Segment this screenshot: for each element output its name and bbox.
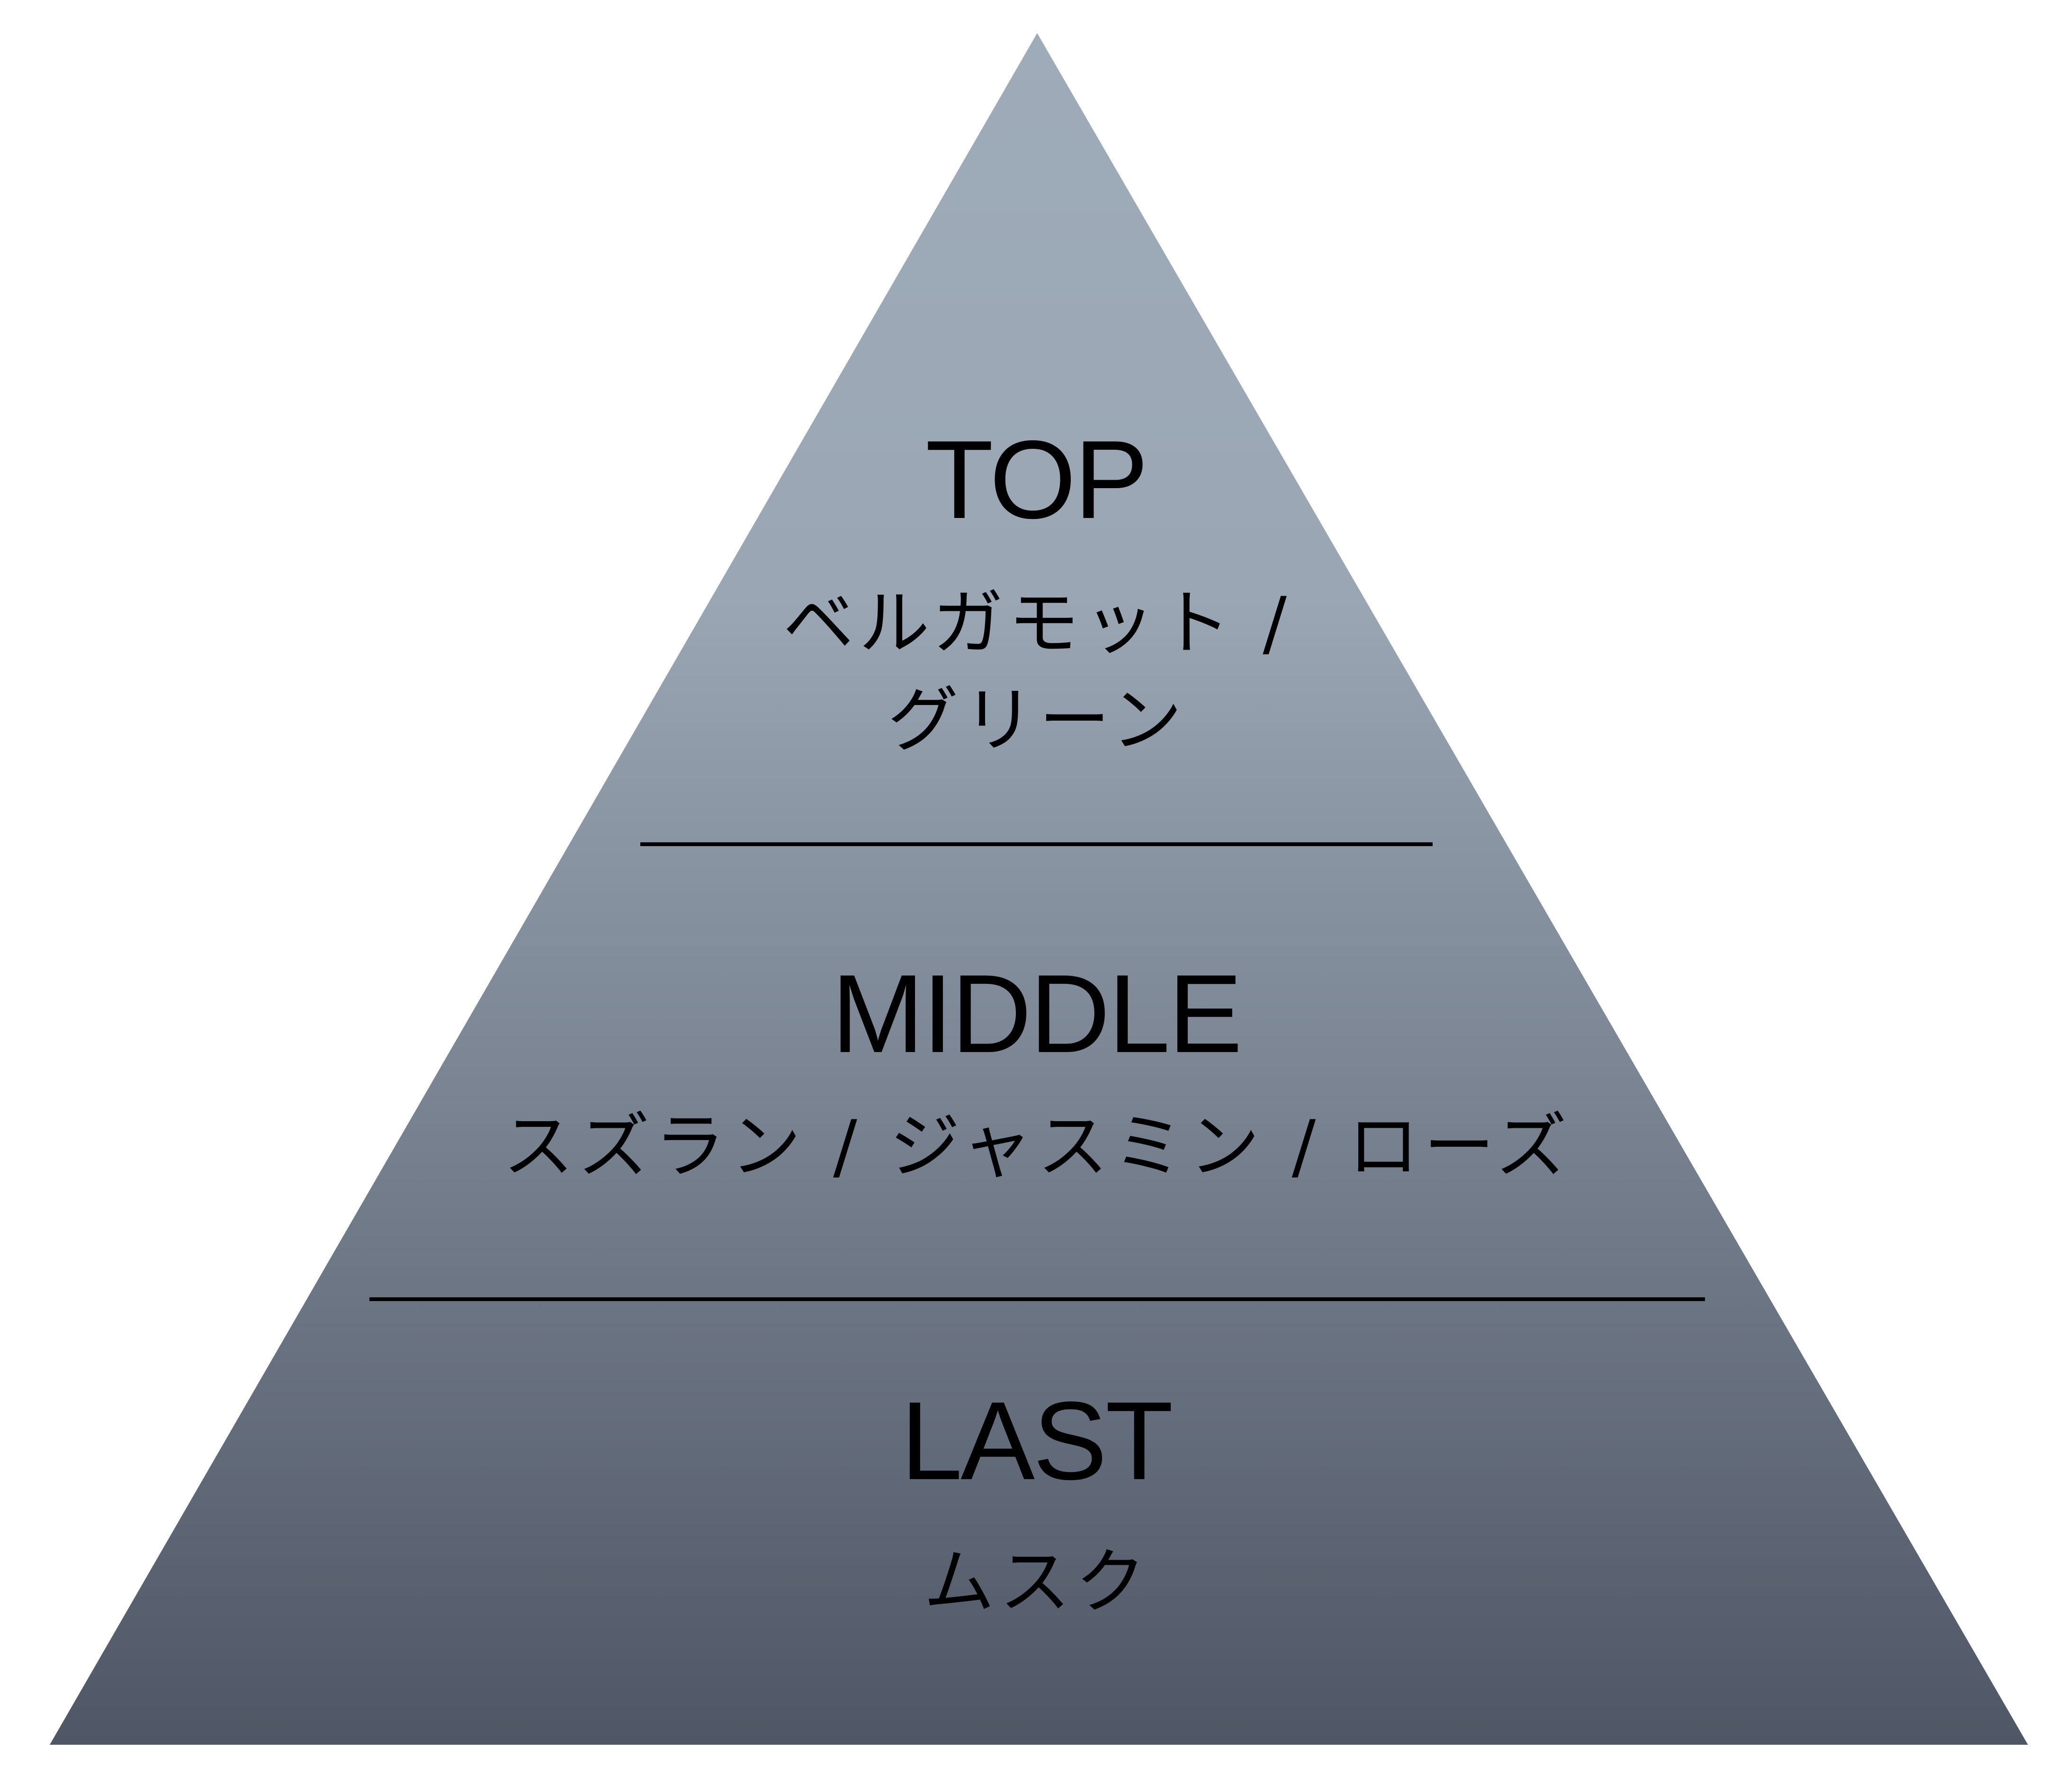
tier-notes-last-line-1: ムスク — [923, 1541, 1151, 1624]
tier-notes-middle: スズラン / ジャスミン / ローズ — [426, 1098, 1648, 1196]
tier-title-middle: MIDDLE — [831, 951, 1243, 1076]
pyramid-triangle — [50, 33, 2028, 1745]
tier-title-top: TOP — [925, 417, 1148, 542]
tier-notes-middle-line-1: スズラン / ジャスミン / ローズ — [502, 1106, 1572, 1188]
tier-notes-top-line-2: グリーン — [887, 679, 1187, 762]
tier-notes-top-line-1: ベルガモット / — [783, 582, 1292, 665]
tier-notes-last: ムスク — [805, 1534, 1269, 1631]
tier-notes-top: ベルガモット / グリーン — [663, 575, 1411, 769]
tier-title-last: LAST — [900, 1378, 1174, 1503]
